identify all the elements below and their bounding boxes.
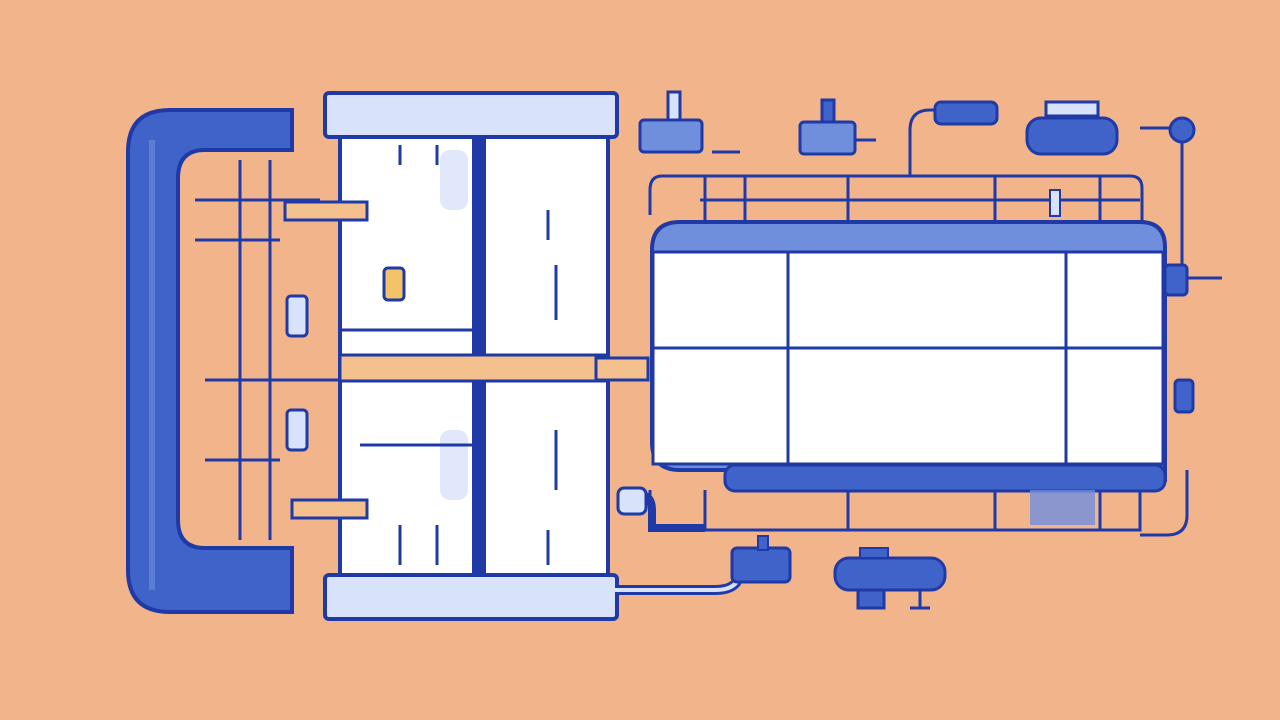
left-handle [126,108,294,614]
right-frame [648,174,1144,532]
central-cylinder [283,91,650,621]
top-components [638,90,1196,537]
bottom-components [615,486,947,610]
glass-panel [650,220,1222,525]
